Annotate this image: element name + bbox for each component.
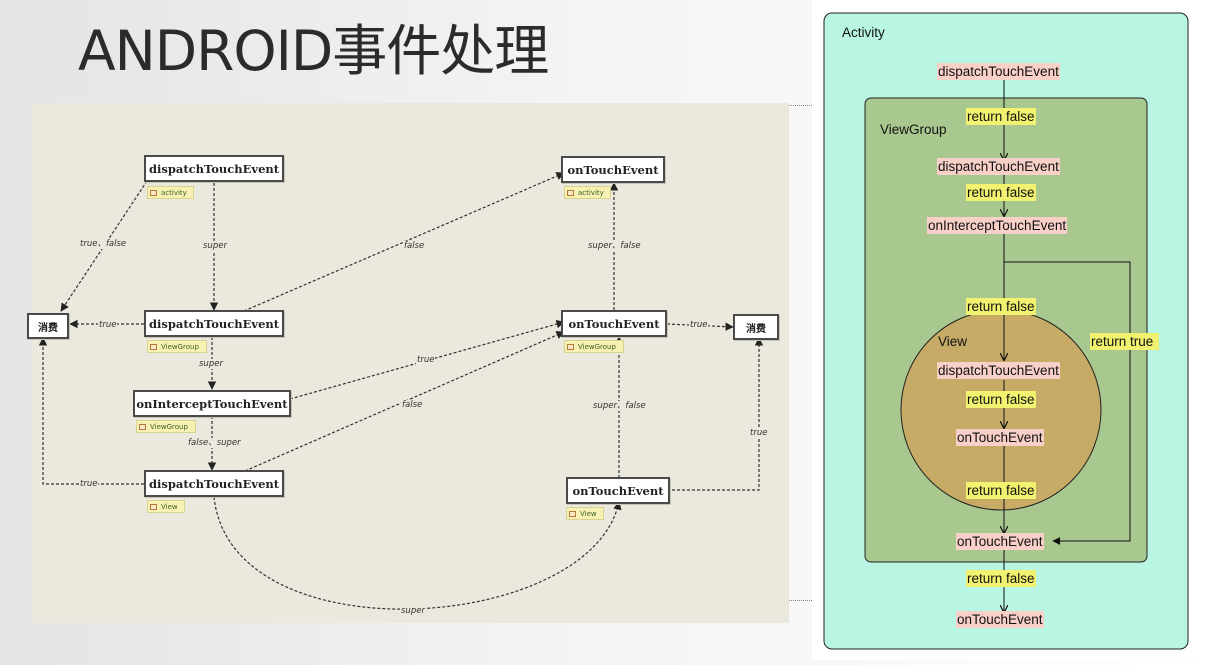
view-circle xyxy=(900,309,1102,511)
view-ontouch-node: onTouchEvent xyxy=(566,477,670,504)
edge-label: true xyxy=(98,320,118,330)
view-dispatch-node: dispatchTouchEvent xyxy=(144,470,284,497)
return-label: return false xyxy=(966,108,1036,125)
edge-vg-ontouch-to-consume xyxy=(666,322,734,331)
connector-line xyxy=(789,600,812,601)
return-label: return false xyxy=(966,570,1036,587)
edge-label: true xyxy=(79,479,99,489)
class-icon xyxy=(569,510,576,517)
edge-label: true xyxy=(416,355,436,365)
activity-ontouch-node: onTouchEvent xyxy=(561,156,665,183)
edge-v-dispatch-to-v-ontouch xyxy=(213,496,622,610)
view-tag: View xyxy=(147,500,185,513)
view-tag: View xyxy=(566,507,604,520)
event-flow-diagram: dispatchTouchEvent activity onTouchEvent… xyxy=(27,103,789,623)
edge-label: super xyxy=(198,359,224,369)
return-label: return false xyxy=(966,298,1036,315)
edge-v-dispatch-to-vg-ontouch xyxy=(244,331,565,472)
edge-label: false xyxy=(403,241,426,251)
edge-label: super、false xyxy=(587,241,642,251)
viewgroup-intercept-node: onInterceptTouchEvent xyxy=(133,390,291,417)
class-icon xyxy=(150,343,157,350)
class-icon xyxy=(139,423,146,430)
viewgroup-dispatch-node: dispatchTouchEvent xyxy=(144,310,284,337)
method-label: dispatchTouchEvent xyxy=(937,158,1060,175)
return-label: return false xyxy=(966,482,1036,499)
viewgroup-label: ViewGroup xyxy=(880,122,947,137)
slide-title: ANDROID事件处理 xyxy=(78,19,549,83)
method-label: onInterceptTouchEvent xyxy=(927,217,1068,234)
edge-v-ontouch-to-consume xyxy=(667,337,764,491)
viewgroup-ontouch-node: onTouchEvent xyxy=(561,310,667,337)
method-label: onTouchEvent xyxy=(956,533,1044,550)
nested-flow-shapes xyxy=(823,12,1189,650)
edge-label: true、false xyxy=(79,239,128,249)
edge-label: false、super xyxy=(187,438,242,448)
viewgroup-tag: ViewGroup xyxy=(136,420,196,433)
class-icon xyxy=(567,343,574,350)
activity-label: Activity xyxy=(842,25,885,40)
method-label: dispatchTouchEvent xyxy=(937,362,1060,379)
edge-label: false xyxy=(401,400,424,410)
method-label: dispatchTouchEvent xyxy=(937,63,1060,80)
method-label: onTouchEvent xyxy=(956,611,1044,628)
class-icon xyxy=(567,189,574,196)
viewgroup-tag: ViewGroup xyxy=(564,340,624,353)
connector-line xyxy=(789,105,812,106)
edge-label: super xyxy=(202,241,228,251)
edge-vg-dispatch-to-a-ontouch xyxy=(243,172,565,312)
activity-tag: activity xyxy=(147,186,194,199)
class-icon xyxy=(150,503,157,510)
edge-label: super、false xyxy=(592,401,647,411)
viewgroup-tag: ViewGroup xyxy=(147,340,207,353)
class-icon xyxy=(150,189,157,196)
edge-v-dispatch-to-consume xyxy=(38,337,144,485)
nested-flow-diagram: Activity ViewGroup View dispatchTouchEve… xyxy=(812,0,1202,660)
return-label: return true xyxy=(1090,333,1160,350)
return-label: return false xyxy=(966,391,1036,408)
return-label: return false xyxy=(966,184,1036,201)
view-label: View xyxy=(938,334,968,349)
edge-label: true xyxy=(749,428,769,438)
activity-tag: activity xyxy=(564,186,611,199)
activity-dispatch-node: dispatchTouchEvent xyxy=(144,155,284,182)
consume-node-right: 消费 xyxy=(733,314,779,340)
consume-node-left: 消费 xyxy=(27,313,69,339)
edge-label: true xyxy=(689,320,709,330)
method-label: onTouchEvent xyxy=(956,429,1044,446)
edge-label: super xyxy=(400,606,426,616)
